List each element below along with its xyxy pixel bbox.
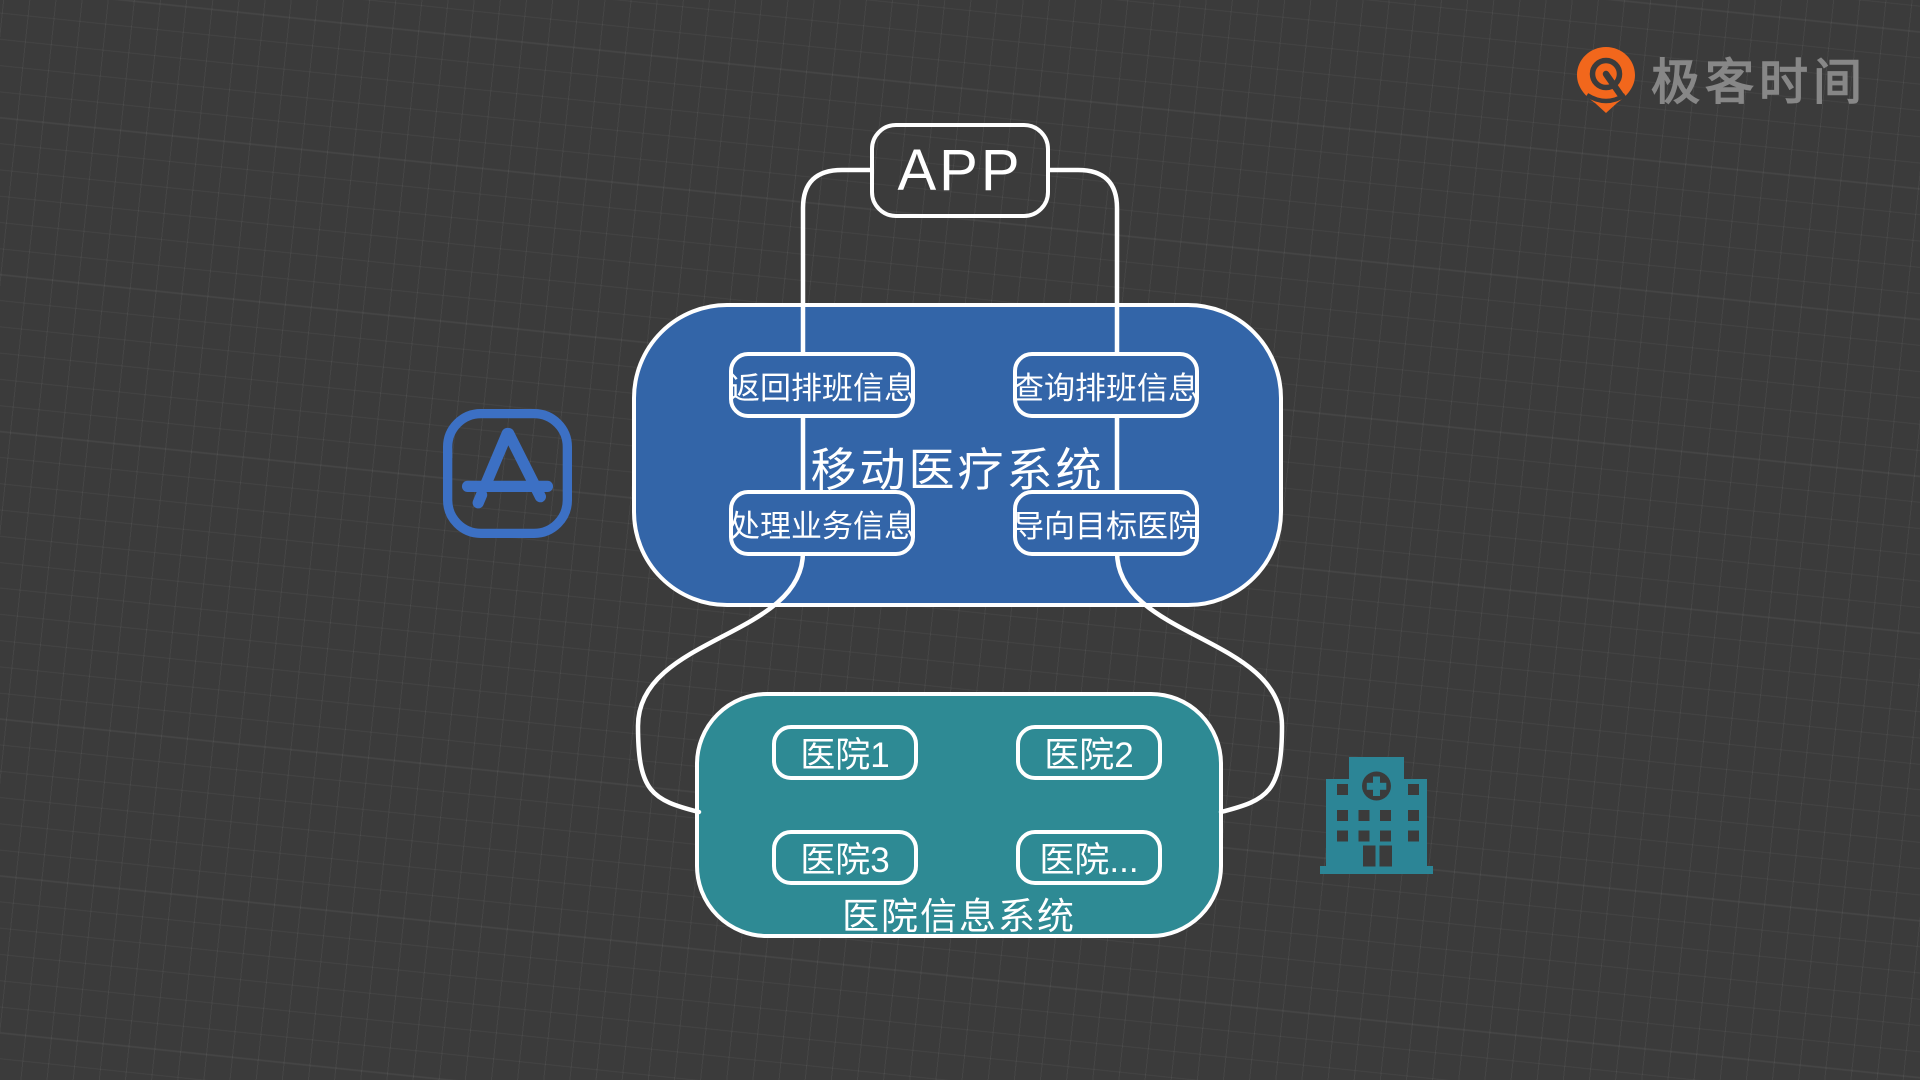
app-node: APP (870, 123, 1050, 218)
app-store-icon (441, 407, 574, 545)
app-node-label: APP (897, 138, 1023, 203)
pill-hospital-2: 医院2 (1016, 725, 1162, 780)
pill-label: 查询排班信息 (1013, 370, 1199, 406)
pill-label: 医院... (1039, 841, 1139, 880)
hospital-information-system-title: 医院信息系统 (842, 896, 1076, 937)
pill-label: 医院2 (1044, 736, 1134, 775)
pill-label: 处理业务信息 (729, 508, 915, 544)
connector-left (635, 167, 873, 815)
connector-right (1047, 167, 1285, 815)
pill-label: 返回排班信息 (729, 370, 915, 406)
pill-hospital-more: 医院... (1016, 830, 1162, 885)
pill-hospital-3: 医院3 (772, 830, 918, 885)
pill-process-business-info: 处理业务信息 (729, 490, 915, 556)
pill-label: 导向目标医院 (1013, 508, 1199, 544)
pill-hospital-1: 医院1 (772, 725, 918, 780)
pill-direct-to-target-hospital: 导向目标医院 (1013, 490, 1199, 556)
geektime-logo: 极客时间 (1577, 47, 1867, 118)
pill-label: 医院3 (800, 841, 890, 880)
pill-query-schedule-info: 查询排班信息 (1013, 352, 1199, 418)
geektime-logo-text: 极客时间 (1651, 55, 1868, 110)
mobile-medical-system-title: 移动医疗系统 (810, 444, 1105, 496)
pill-label: 医院1 (800, 736, 890, 775)
hospital-building-icon (1320, 755, 1433, 879)
geektime-pin-icon (1577, 47, 1635, 118)
pill-return-schedule-info: 返回排班信息 (729, 352, 915, 418)
